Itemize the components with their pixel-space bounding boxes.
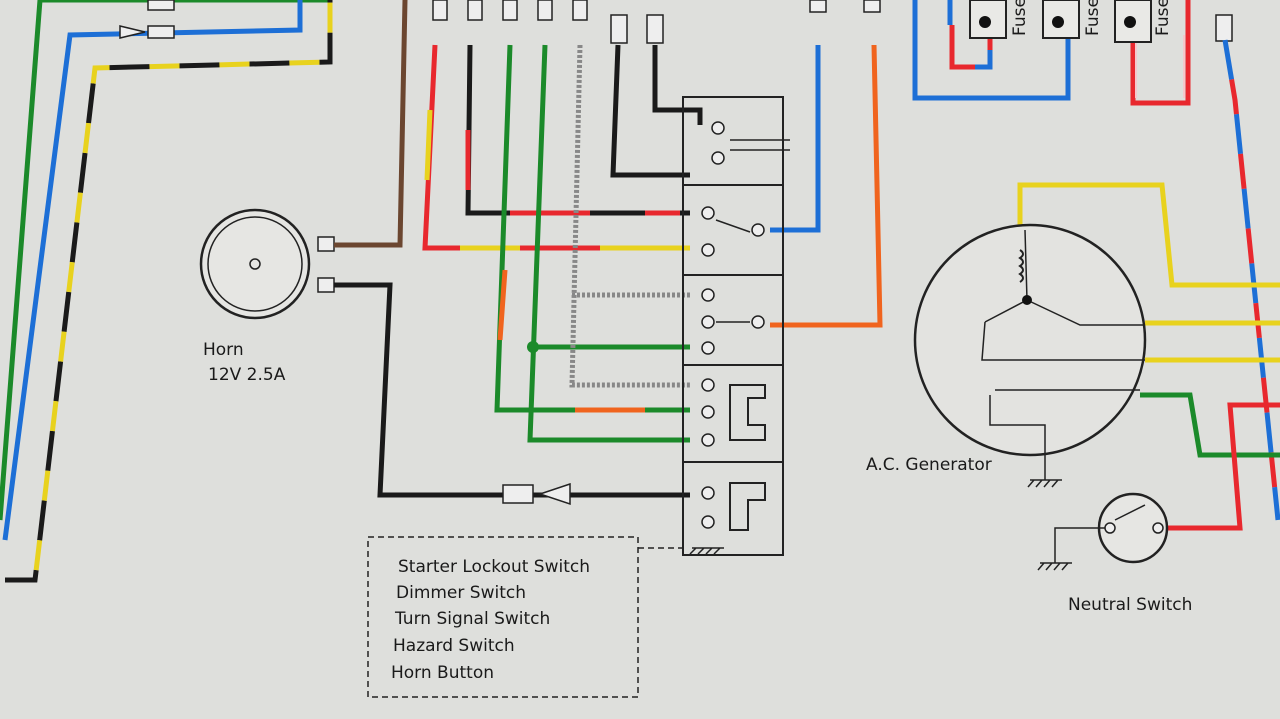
horn-label: Horn	[203, 340, 244, 360]
top-connectors	[432, 0, 1233, 44]
switch-wires	[422, 44, 883, 443]
blue-wire	[770, 45, 821, 233]
legend-starter-lockout: Starter Lockout Switch	[398, 557, 590, 577]
legend-hazard: Hazard Switch	[393, 636, 515, 656]
legend-turn-signal: Turn Signal Switch	[394, 609, 550, 629]
fuse-box: Fuse Fuse Fuse	[912, 0, 1191, 106]
switch-legend: Starter Lockout Switch Dimmer Switch Tur…	[367, 536, 683, 698]
fuse-label: Fuse	[1153, 0, 1173, 36]
legend-horn-button: Horn Button	[391, 663, 494, 683]
brown-wire	[334, 0, 408, 248]
red-wire	[422, 44, 690, 251]
horn-diode	[502, 482, 571, 506]
horn-rating: 12V 2.5A	[208, 365, 286, 385]
blue-wire	[2, 0, 303, 541]
horn-black-wire	[334, 282, 690, 498]
green-wire	[0, 0, 330, 521]
fuse-label: Fuse	[1010, 0, 1030, 36]
black-red-wire	[465, 44, 690, 216]
horn	[199, 208, 335, 320]
neutral-switch	[1037, 402, 1280, 571]
legend-dimmer: Dimmer Switch	[396, 583, 526, 603]
black-yellow-wire	[5, 0, 333, 583]
orange-wire	[770, 44, 883, 328]
handlebar-switch-block	[682, 96, 790, 556]
ac-generator	[913, 182, 1280, 488]
neutral-switch-label: Neutral Switch	[1068, 595, 1192, 615]
left-connectors	[119, 0, 175, 39]
generator-label: A.C. Generator	[866, 455, 992, 475]
green-wire	[494, 44, 690, 413]
fuse-label: Fuse	[1083, 0, 1103, 36]
grey-wire	[569, 44, 690, 388]
left-harness-wires	[0, 0, 333, 583]
